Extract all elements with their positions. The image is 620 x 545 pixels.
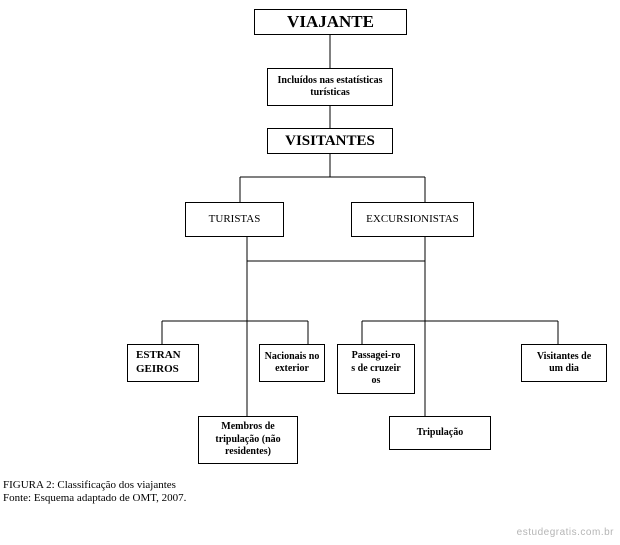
figure-caption: FIGURA 2: Classificação dos viajantes	[3, 479, 176, 491]
node-visitantes: VISITANTES	[267, 128, 393, 154]
node-tripulacao: Tripulação	[389, 416, 491, 450]
node-included-in-statistics: Incluídos nas estatísticas turísticas	[267, 68, 393, 106]
node-excursionistas: EXCURSIONISTAS	[351, 202, 474, 237]
node-passageiros-cruzeiros: Passagei-ros de cruzeiros	[337, 344, 415, 394]
watermark-text: estudegratis.com.br	[516, 527, 614, 538]
node-visitantes-dia-label: Visitantes de um dia	[536, 350, 592, 375]
figure-source: Fonte: Esquema adaptado de OMT, 2007.	[3, 492, 187, 504]
node-tripulacao-label: Tripulação	[416, 426, 464, 438]
node-estrangeiros: ESTRAN GEIROS	[127, 344, 199, 382]
node-membros-tripulacao: Membros de tripulação (não residentes)	[198, 416, 298, 464]
node-included-label: Incluídos nas estatísticas turísticas	[277, 74, 383, 99]
node-excursionistas-label: EXCURSIONISTAS	[366, 212, 459, 225]
node-nacionais-label: Nacionais no exterior	[264, 350, 320, 375]
node-viajante: VIAJANTE	[254, 9, 407, 35]
node-membros-label: Membros de tripulação (não residentes)	[215, 421, 281, 458]
node-passageiros-label: Passagei-ros de cruzeiros	[351, 350, 401, 387]
node-turistas: TURISTAS	[185, 202, 284, 237]
node-visitantes-dia: Visitantes de um dia	[521, 344, 607, 382]
node-estrangeiros-label: ESTRAN GEIROS	[136, 349, 181, 375]
node-turistas-label: TURISTAS	[208, 212, 261, 225]
node-viajante-label: VIAJANTE	[287, 12, 374, 32]
node-nacionais-exterior: Nacionais no exterior	[259, 344, 325, 382]
node-visitantes-label: VISITANTES	[285, 132, 375, 149]
